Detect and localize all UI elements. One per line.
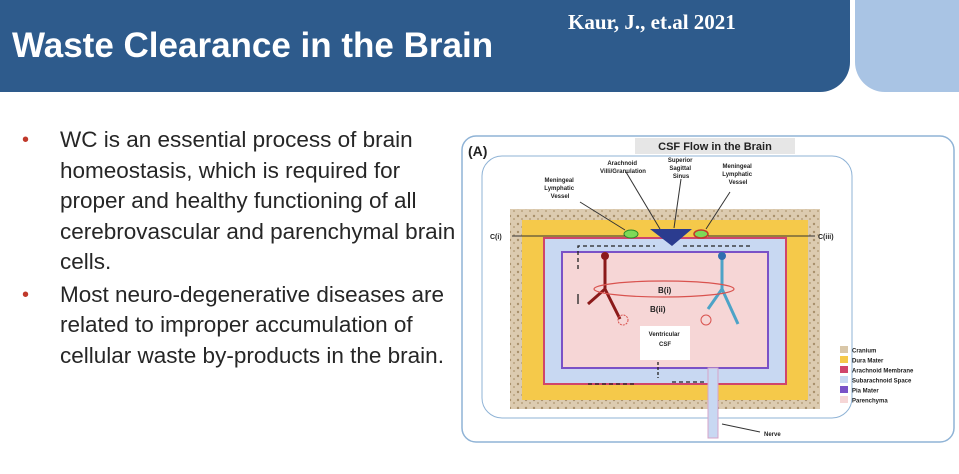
vein [706,256,740,325]
corner-accent [855,0,959,92]
legend-label: Dura Mater [852,359,884,365]
label-b-i: B(i) [658,286,672,295]
legend: Cranium Dura Mater Arachnoid Membrane Su… [840,346,914,405]
sinus-shape [650,229,692,246]
flow-arrow [577,245,655,269]
legend-label: Subarachnoid Space [852,379,912,385]
label-ventricular: Ventricular CSF [649,332,682,348]
lymphatic-right [693,229,709,239]
bullet-list: • WC is an essential process of brain hom… [22,125,462,373]
legend-swatch [840,366,848,373]
legend-label: Pia Mater [852,389,879,395]
legend-label: Arachnoid Membrane [852,369,914,375]
label-nerve: Nerve [764,432,781,438]
bullet-item: • WC is an essential process of brain hom… [22,125,462,278]
b-i-channel [593,280,735,298]
pointer-line [625,171,661,230]
figure-title: CSF Flow in the Brain [658,141,772,153]
lymphatic-left [623,229,639,239]
legend-swatch [840,386,848,393]
csf-flow-figure: (A) CSF Flow in the Brain Meningeal Lymp… [460,134,956,444]
label-c-iii: C(iii) [818,234,834,241]
nerve [707,367,719,439]
legend-label: Cranium [852,349,876,355]
bullet-marker: • [22,129,30,151]
csf-diagram: (A) CSF Flow in the Brain Meningeal Lymp… [461,135,955,443]
label-c-i: C(i) [490,234,502,241]
bullet-text: Most neuro-degenerative diseases are rel… [60,281,444,368]
bullet-text: WC is an essential process of brain home… [60,127,456,274]
title-bar [0,0,850,92]
ventricular-box [640,326,690,360]
label-arachnoid: Arachnoid Villi/Granulation [600,161,646,175]
legend-label: Parenchyma [852,399,888,405]
label-superior-sinus: Superior Sagittal Sinus [668,158,694,180]
panel-label: (A) [468,143,487,159]
label-meningeal-right: Meningeal Lymphatic Vessel [722,164,753,186]
legend-swatch [840,376,848,383]
slide-title: Waste Clearance in the Brain [12,26,494,65]
citation: Kaur, J., et.al 2021 [568,10,736,34]
label-b-ii: B(ii) [650,305,666,314]
pointer-line [721,423,761,433]
label-meningeal-left: Meningeal Lymphatic Vessel [544,178,575,200]
pointer-line [673,178,682,229]
b-ii-right [700,314,712,326]
bullet-marker: • [22,283,30,306]
pointer-line [579,201,626,231]
figure-title-box [635,138,795,154]
b-ii-left [617,314,629,326]
legend-swatch [840,346,848,353]
pointer-line [705,191,731,230]
bullet-item: • Most neuro-degenerative diseases are re… [22,280,462,372]
legend-swatch [840,396,848,403]
legend-swatch [840,356,848,363]
artery-head [601,252,609,260]
vein-head [718,252,726,260]
